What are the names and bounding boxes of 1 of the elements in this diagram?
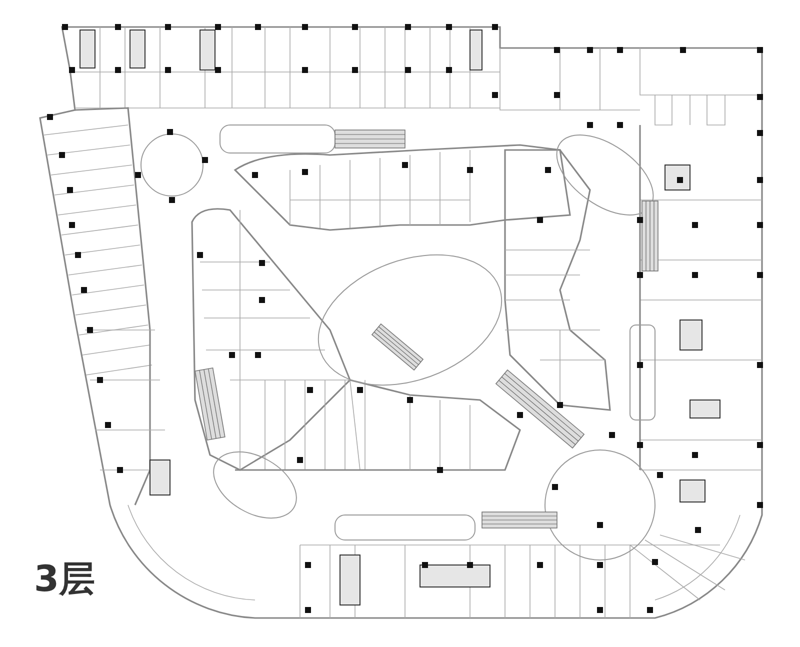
floor-title: 3层 [34, 562, 96, 598]
